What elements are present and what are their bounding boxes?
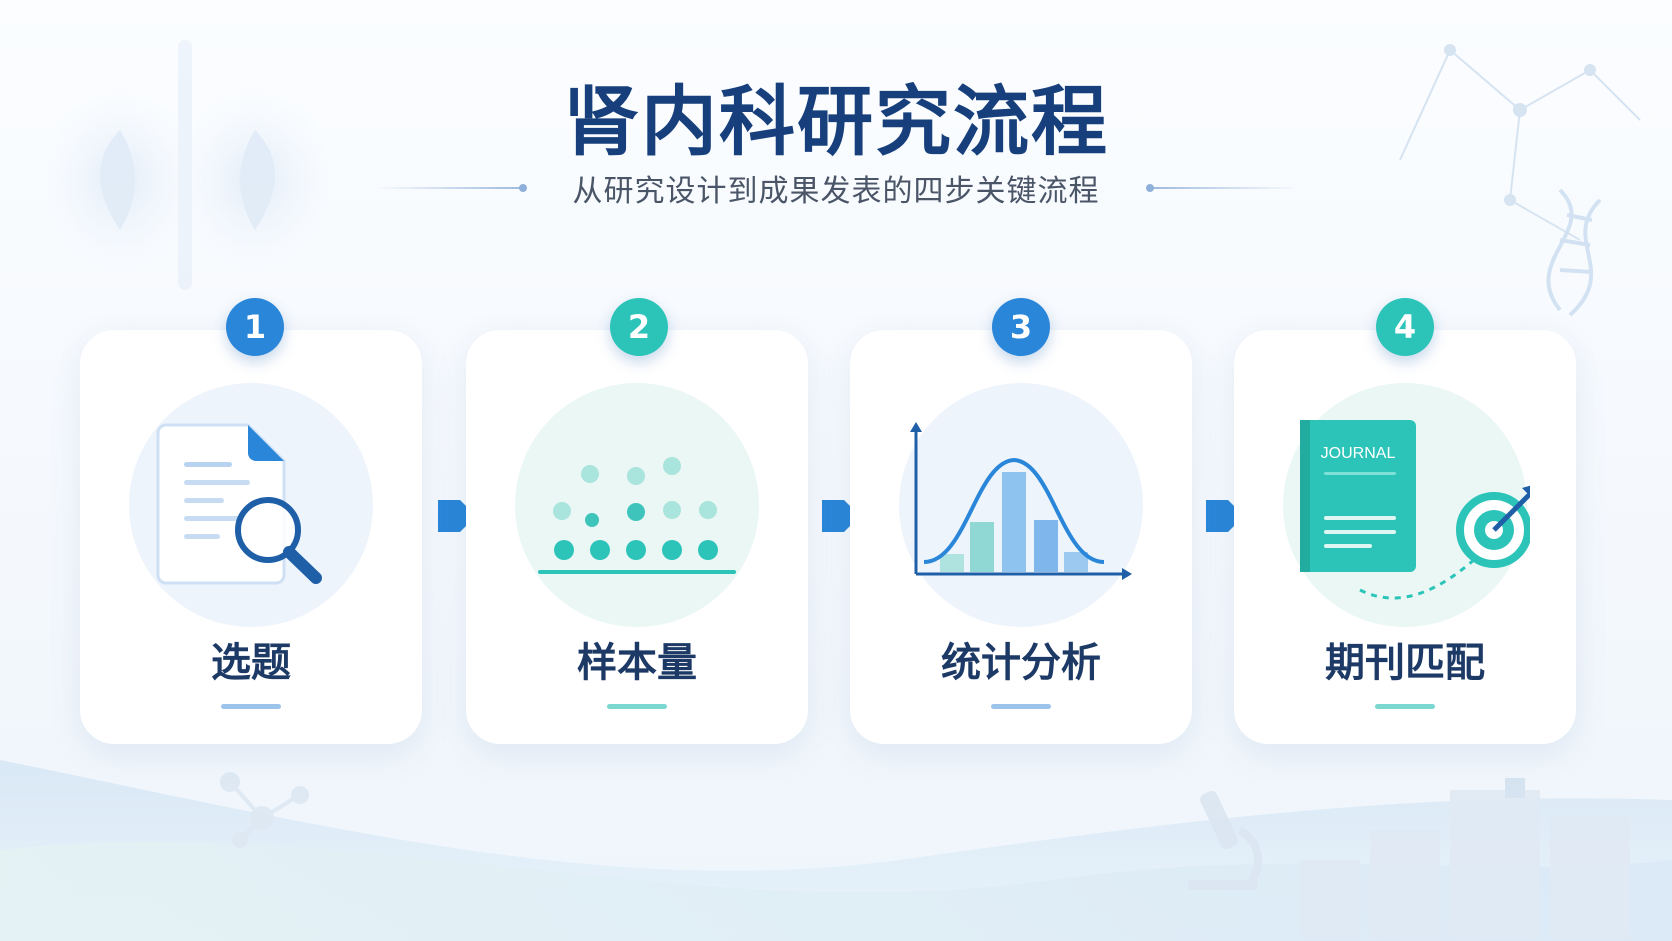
step-label: 选题 <box>211 640 291 686</box>
step-label: 样本量 <box>577 640 697 686</box>
page-subtitle: 从研究设计到成果发表的四步关键流程 <box>572 174 1100 209</box>
bell-curve-histogram-icon <box>896 380 1146 630</box>
step-label: 期刊匹配 <box>1325 640 1485 686</box>
step-underline <box>1375 704 1435 709</box>
kidney-icon <box>40 40 335 290</box>
subtitle-row: 从研究设计到成果发表的四步关键流程 <box>0 168 1672 209</box>
microscope-icon <box>1188 790 1262 890</box>
step-number-badge: 4 <box>1376 298 1434 356</box>
step-card-journal-matching[interactable]: JOURNAL 期刊匹配 <box>1234 330 1576 744</box>
molecule-icon <box>1399 44 1641 241</box>
molecule-icon <box>220 772 309 848</box>
dna-icon <box>1546 188 1602 317</box>
dot-plot-icon <box>512 380 762 630</box>
subtitle-divider-left <box>374 184 527 192</box>
step-underline <box>221 704 281 709</box>
step-underline <box>991 704 1051 709</box>
subtitle-divider-right <box>1145 184 1298 192</box>
document-search-icon <box>126 380 376 630</box>
hospital-buildings <box>1300 778 1630 940</box>
step-label: 统计分析 <box>941 640 1101 686</box>
step-card-sample-size[interactable]: 样本量 <box>466 330 808 744</box>
step-number-badge: 3 <box>992 298 1050 356</box>
journal-target-icon: JOURNAL <box>1280 380 1536 630</box>
step-underline <box>607 704 667 709</box>
step-card-topic-selection[interactable]: 选题 <box>80 330 422 744</box>
step-number-badge: 2 <box>610 298 668 356</box>
step-number-badge: 1 <box>226 298 284 356</box>
journal-cover-text: JOURNAL <box>1321 445 1396 462</box>
page-title: 肾内科研究流程 <box>563 77 1109 166</box>
step-card-statistical-analysis[interactable]: 统计分析 <box>850 330 1192 744</box>
